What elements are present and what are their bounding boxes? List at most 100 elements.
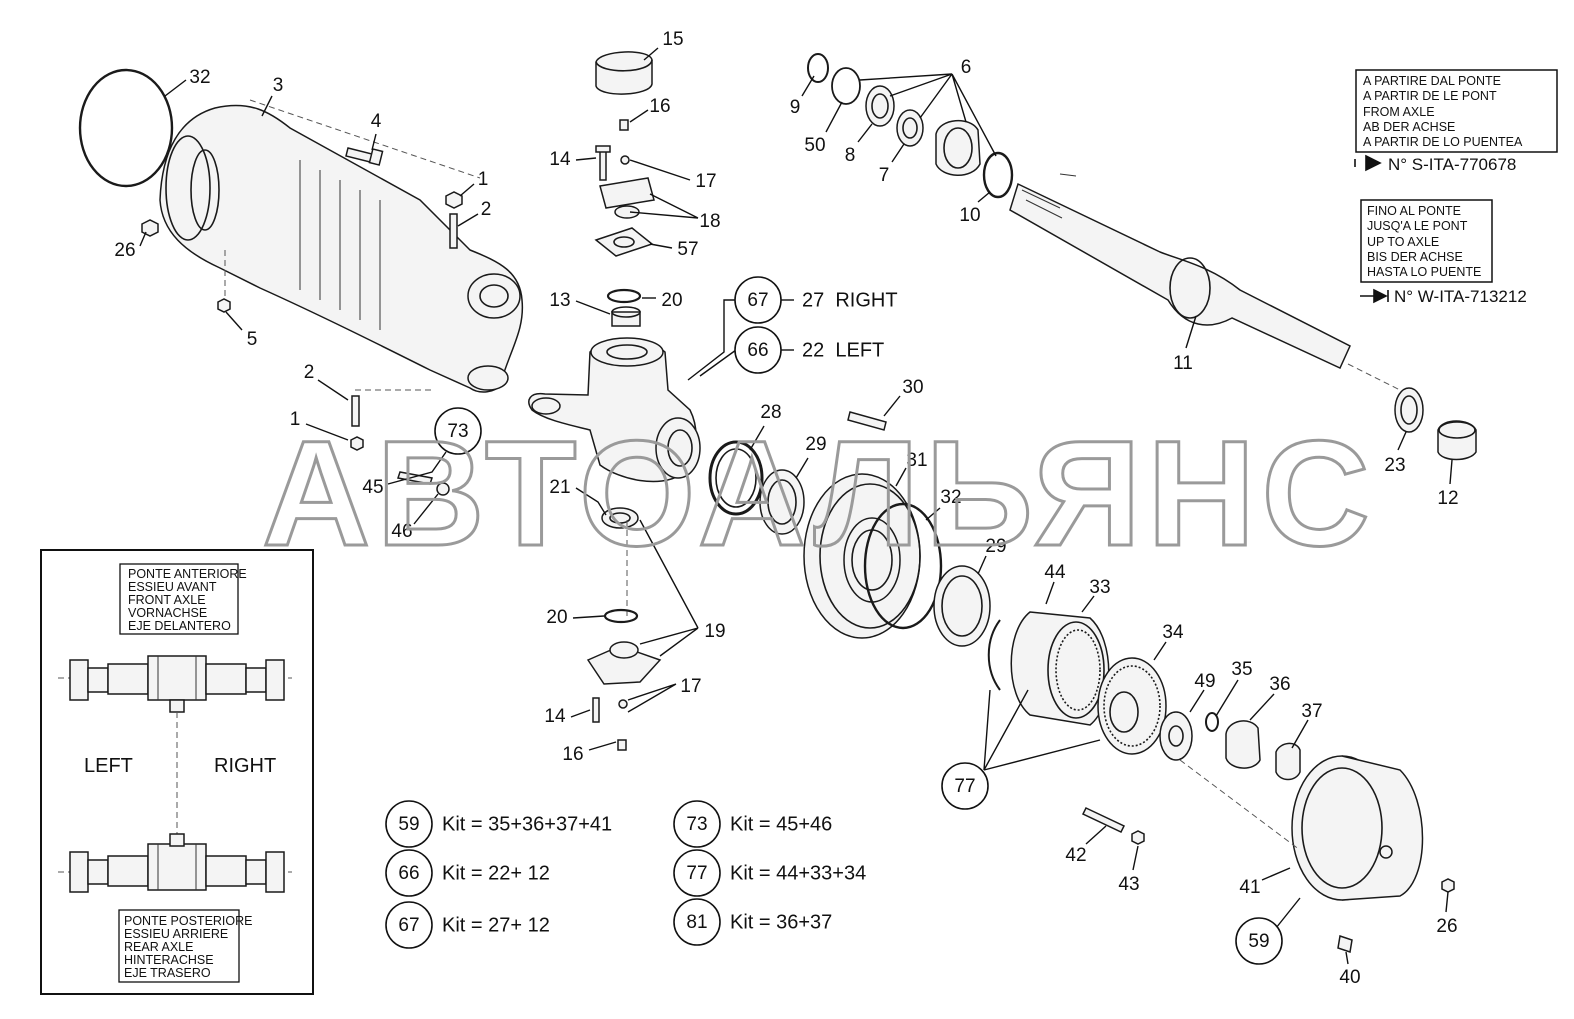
callout-2: 2 [481, 199, 492, 220]
callout-19: 19 [704, 621, 725, 642]
upto-line-5: HASTA LO PUENTE [1367, 265, 1481, 279]
rear-line-4: HINTERACHSE [124, 953, 214, 967]
from-line-1: A PARTIRE DAL PONTE [1363, 74, 1501, 88]
from-axle-box: A PARTIRE DAL PONTE A PARTIR DE LE PONT … [1354, 69, 1558, 174]
callout-30: 30 [902, 377, 923, 398]
callout-17: 17 [680, 676, 701, 697]
kit-number-81: 81 [686, 912, 707, 933]
upto-line-4: BIS DER ACHSE [1367, 250, 1463, 264]
bearing-29-outer [933, 565, 991, 647]
callout-42: 42 [1065, 845, 1086, 866]
kit-formula-73: Kit = 45+46 [730, 813, 832, 835]
axle-orientation-inset: PONTE ANTERIORE ESSIEU AVANT FRONT AXLE … [40, 549, 314, 995]
bolt-14-bottom [592, 697, 600, 723]
callout-16: 16 [649, 96, 670, 117]
seal-7 [896, 109, 924, 147]
callout-31: 31 [906, 450, 927, 471]
nut-1-bottom [350, 436, 364, 451]
circled-number-59: 59 [1248, 931, 1269, 952]
o-ring-32 [78, 68, 174, 188]
callout-8: 8 [845, 145, 856, 166]
circlip-35 [1205, 712, 1219, 732]
upto-line-2: JUSQ'A LE PONT [1367, 219, 1468, 233]
nut-26-right [1441, 878, 1455, 893]
callout-20: 20 [546, 607, 567, 628]
seal-28 [708, 440, 764, 516]
o-ring-32-hub [863, 502, 943, 630]
callout-14: 14 [544, 706, 566, 727]
callout-36: 36 [1269, 674, 1290, 695]
front-line-5: EJE DELANTERO [128, 619, 231, 633]
grease-fitting-16-top [619, 119, 629, 131]
leader-lines [139, 47, 1453, 965]
arrow-right-icon [1354, 154, 1382, 172]
callout-29: 29 [985, 536, 1006, 557]
left-label: LEFT [84, 755, 133, 777]
circled-number-73: 73 [447, 421, 468, 442]
rear-line-1: PONTE POSTERIORE [124, 914, 253, 928]
kit-number-77: 77 [686, 863, 707, 884]
callout-50: 50 [804, 135, 825, 156]
planetary-cover-41 [1081, 755, 1455, 953]
spacer-37 [1275, 742, 1301, 781]
circled-number-67: 67 [747, 290, 768, 311]
bearing-8 [865, 85, 895, 127]
bushing-13 [611, 311, 641, 327]
kit-number-73: 73 [686, 814, 707, 835]
kingpin-cap-18 [599, 177, 655, 209]
callout-46: 46 [391, 521, 412, 542]
hub-seals [708, 411, 887, 535]
callout-4: 4 [371, 111, 382, 132]
seal-23 [1394, 387, 1424, 433]
callout-34: 34 [1162, 622, 1184, 643]
kit-formula-67: Kit = 27+ 12 [442, 914, 550, 936]
callout-35: 35 [1231, 659, 1252, 680]
from-line-4: AB DER ACHSE [1363, 120, 1455, 134]
sun-gear-36 [1225, 720, 1261, 769]
callout-45: 45 [362, 477, 383, 498]
nut-1-top [445, 191, 463, 209]
upto-line-1: FINO AL PONTE [1367, 204, 1461, 218]
callout-29: 29 [805, 434, 826, 455]
kit-badge-67 [385, 901, 433, 949]
callout-20: 20 [661, 290, 682, 311]
thrust-washer-49 [1159, 711, 1193, 761]
callout-13: 13 [549, 290, 570, 311]
nut-5 [217, 298, 231, 313]
kit-formula-81: Kit = 36+37 [730, 911, 832, 933]
circled-side-label-67: 27 RIGHT [802, 289, 898, 311]
from-serial: N° S-ITA-770678 [1388, 155, 1516, 174]
callout-16: 16 [562, 744, 583, 765]
callout-49: 49 [1194, 671, 1215, 692]
callout-3: 3 [273, 75, 284, 96]
callout-12: 12 [1437, 488, 1458, 509]
shim-57 [594, 227, 654, 257]
axle-shaft-group [807, 53, 1477, 461]
kit-number-67: 67 [398, 915, 419, 936]
callout-32: 32 [940, 487, 961, 508]
kit-badge-66 [385, 849, 433, 897]
circled-badge-66 [734, 326, 782, 374]
bolt-14-top [599, 149, 607, 181]
callout-33: 33 [1089, 577, 1110, 598]
from-line-2: A PARTIR DE LE PONT [1363, 89, 1497, 103]
kit-badge-59 [385, 800, 433, 848]
callout-11: 11 [1173, 353, 1193, 374]
bolt-4 [345, 147, 373, 163]
circled-badge-73 [434, 407, 482, 455]
kit-badge-77 [673, 849, 721, 897]
callout-26: 26 [1436, 916, 1457, 937]
kit-number-66: 66 [398, 863, 419, 884]
front-line-2: ESSIEU AVANT [128, 580, 217, 594]
callout-2: 2 [304, 362, 315, 383]
left-hardware [141, 147, 463, 496]
circled-number-77: 77 [954, 776, 975, 797]
rear-line-3: REAR AXLE [124, 940, 193, 954]
kit-badge-81 [673, 898, 721, 946]
callout-6: 6 [961, 57, 972, 78]
axle-housing-group [78, 68, 524, 393]
callout-10: 10 [959, 205, 980, 226]
